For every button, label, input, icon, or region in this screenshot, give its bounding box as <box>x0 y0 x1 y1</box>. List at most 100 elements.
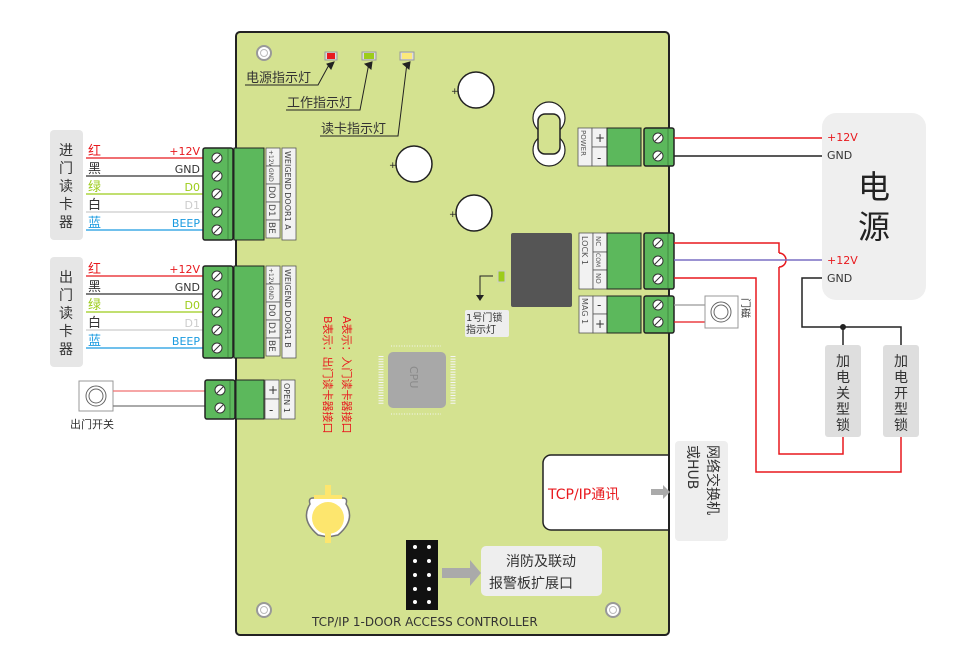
door-sensor-icon <box>704 295 739 329</box>
wire-color-label: 绿 <box>88 298 101 313</box>
pin-label: D0 <box>266 304 276 317</box>
capacitor-icon: + <box>389 145 433 183</box>
psu-pos-bottom: +12V <box>827 254 858 267</box>
wire-signal-label: +12V <box>169 263 200 276</box>
psu-pos-top: +12V <box>827 131 858 144</box>
svg-text:+: + <box>389 161 397 171</box>
pin-label: GND <box>267 286 274 300</box>
wire-signal-label: GND <box>175 281 200 294</box>
screw-icon <box>652 255 664 267</box>
led-label-read: 读卡指示灯 <box>321 122 386 137</box>
power-supply-box <box>822 113 926 300</box>
wire-signal-label: D1 <box>185 317 200 330</box>
pin-label: BE <box>266 222 276 234</box>
exit-button-icon <box>78 380 114 412</box>
relay-icon <box>511 233 572 307</box>
screw-icon <box>652 132 664 144</box>
lock-indicator-label-2: 指示灯 <box>466 323 496 336</box>
pin-label: D1 <box>266 322 276 335</box>
screw-icon <box>211 306 223 318</box>
terminal-block-lock[interactable]: LOCK 1 NC COM NO <box>578 232 675 290</box>
power-supply-title: 电源 <box>858 168 890 246</box>
capacitor-icon: + <box>449 194 493 232</box>
svg-text:+: + <box>268 383 278 397</box>
wire-gnd: 黑 GND <box>86 162 203 177</box>
wire-color-label: 蓝 <box>88 334 101 349</box>
svg-text:LOCK 1: LOCK 1 <box>580 236 589 265</box>
network-switch-box <box>675 441 728 541</box>
svg-text:进门读卡器: 进门读卡器 <box>59 143 73 231</box>
screw-icon <box>211 270 223 282</box>
screw-icon <box>211 170 223 182</box>
reader-in-panel: 进门读卡器 <box>50 130 83 240</box>
screw-icon <box>211 288 223 300</box>
wire-d1: 白 D1 <box>86 315 203 331</box>
pcb-board <box>235 31 670 636</box>
led-label-power: 电源指示灯 <box>246 71 311 86</box>
wire-signal-label: BEEP <box>172 217 200 230</box>
legend-a: A表示：入门读卡器接口 <box>340 316 354 434</box>
arrow-right-icon <box>651 485 670 499</box>
lock-gnd-wire <box>801 277 902 345</box>
port-label-reader-in: WEIGEND DOOR1 A <box>283 151 292 230</box>
svg-text:出门读卡器: 出门读卡器 <box>59 270 73 358</box>
board-title: TCP/IP 1-DOOR ACCESS CONTROLLER <box>311 615 538 629</box>
screw-icon <box>211 152 223 164</box>
wire-color-label: 蓝 <box>88 216 101 231</box>
led-leaders <box>245 61 411 137</box>
wire-color-label: 黑 <box>88 162 101 177</box>
wire-signal-label: D0 <box>185 299 200 312</box>
terminal-block-exit[interactable]: + - OPEN 1 <box>204 379 296 420</box>
svg-text:COM: COM <box>594 253 601 267</box>
psu-gnd-top: GND <box>827 149 852 162</box>
fuse-icon <box>532 101 566 167</box>
pin-label: BE <box>266 340 276 352</box>
reader-out-panel: 出门读卡器 <box>50 257 83 367</box>
svg-text:+: + <box>451 87 459 97</box>
lock-fail-secure-box <box>883 345 919 437</box>
svg-text:+: + <box>449 210 457 220</box>
cpu-label: CPU <box>407 366 420 388</box>
wire-signal-label: GND <box>175 163 200 176</box>
screw-icon <box>652 237 664 249</box>
screw-icon <box>652 299 664 311</box>
screw-icon <box>652 273 664 285</box>
pin-label: GND <box>267 168 274 182</box>
mounting-hole-icon <box>256 45 272 61</box>
expansion-header-icon[interactable] <box>406 540 438 610</box>
terminal-block-mag[interactable]: MAG 1 - + <box>578 295 675 334</box>
svg-text:+: + <box>595 131 605 145</box>
led-label-work: 工作指示灯 <box>287 96 352 111</box>
wire-signal-label: D1 <box>185 199 200 212</box>
lock-nc-wire <box>674 242 780 253</box>
cpu-chip-icon: CPU <box>378 345 456 415</box>
exit-button-label: 出门开关 <box>70 417 114 431</box>
buzzer-icon <box>305 485 351 543</box>
terminal-block-power[interactable]: POWER + - <box>577 127 675 167</box>
lock-indicator-label-1: 1号门锁 <box>466 311 502 324</box>
wire-color-label: 红 <box>88 143 101 159</box>
svg-text:MAG 1: MAG 1 <box>580 298 589 324</box>
network-switch-label-2: 或HUB <box>684 445 700 489</box>
wire-pos12v: 红+12V <box>86 261 203 277</box>
screw-icon <box>652 316 664 328</box>
svg-text:-: - <box>269 403 273 417</box>
expansion-label-box <box>481 546 602 596</box>
lock-indicator-label-bg <box>465 310 509 337</box>
legend-b: B表示：出门读卡器接口 <box>321 316 335 434</box>
psu-gnd-bottom: GND <box>827 272 852 285</box>
wire-color-label: 白 <box>88 315 101 331</box>
wire-signal-label: BEEP <box>172 335 200 348</box>
wire-color-label: 白 <box>88 197 101 213</box>
svg-text:NO: NO <box>594 273 602 284</box>
screw-icon <box>652 150 664 162</box>
screw-icon <box>211 324 223 336</box>
mounting-hole-icon <box>256 602 272 618</box>
pin-label: D1 <box>266 204 276 217</box>
wire-beep: 蓝 BEEP <box>86 216 203 231</box>
junction-dot <box>840 324 846 330</box>
